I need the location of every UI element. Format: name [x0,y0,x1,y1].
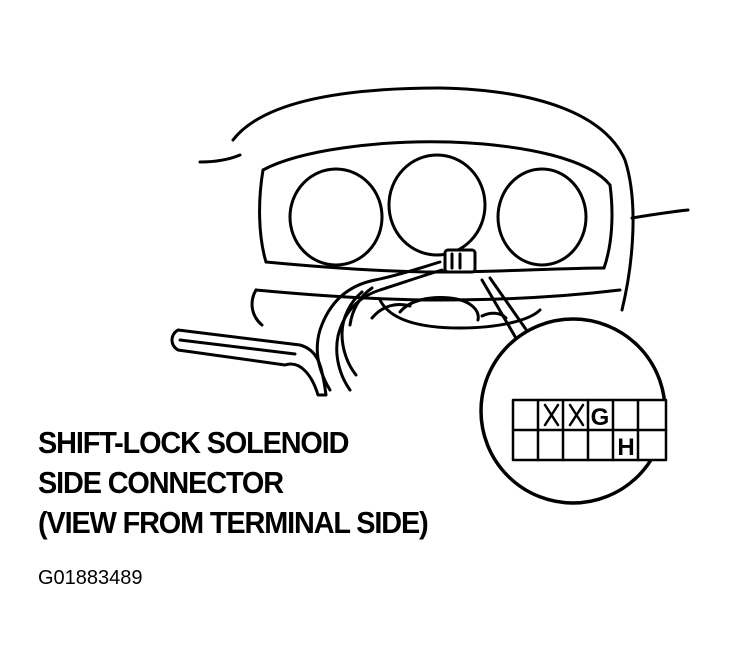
unused-terminal-x [568,403,585,427]
caption-line-1: SHIFT-LOCK SOLENOID [38,425,349,460]
gauge-center [387,153,487,257]
terminal-g-label: G [591,404,610,431]
connector-terminal-grid [511,398,668,462]
dash-panel-left [250,288,264,327]
gauge-right [496,167,588,267]
callout-leader-1 [480,278,522,347]
hood-left-lip [198,153,242,164]
figure-id: G01883489 [38,567,143,589]
knee-panel-edge [178,338,297,356]
callout-leader-2 [488,276,534,340]
gauge-left [288,167,384,267]
caption-line-2: SIDE CONNECTOR [38,465,284,500]
terminal-h-label: H [617,434,634,461]
cluster-bezel-right [602,183,614,270]
harness-wire-4 [340,290,364,377]
dash-panel-bottom [254,288,622,302]
caption-line-3: (VIEW FROM TERMINAL SIDE) [38,505,429,540]
knee-panel [170,328,328,397]
column-opening [378,298,542,330]
unused-terminal-x [543,403,560,427]
cluster-hood-outline [231,86,635,312]
cluster-hood-inner [261,140,612,187]
harness-wire-3 [348,286,374,327]
column-shroud [398,296,480,322]
column-detail [370,303,412,320]
cluster-bezel-left [258,168,268,264]
hood-right-lip [630,208,690,220]
